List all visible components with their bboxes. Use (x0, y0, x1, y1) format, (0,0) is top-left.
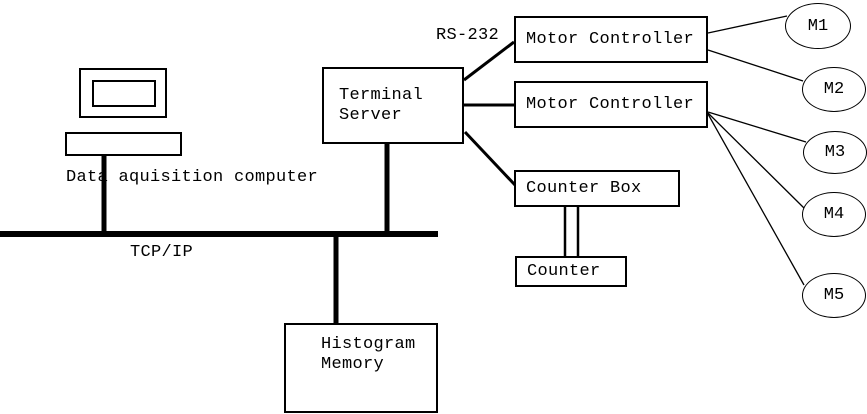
ts-to-motor-ctrl-1-link (463, 40, 515, 82)
motor-controller-2-node: Motor Controller (514, 81, 708, 128)
motor-m3-label: M3 (824, 143, 846, 162)
motor-m1-label: M1 (807, 16, 829, 36)
keyboard-icon (65, 132, 182, 156)
motor-node-m1: M1 (785, 3, 851, 49)
motor-node-m5: M5 (802, 273, 866, 318)
counter-box-node: Counter Box (514, 170, 680, 207)
rs232-label: RS-232 (436, 26, 500, 45)
motor-node-m4: M4 (802, 192, 866, 237)
motor-controller-2-label: Motor Controller (526, 94, 695, 114)
motor-m2-label: M2 (823, 80, 845, 99)
mc1-to-m2-link (707, 49, 804, 82)
mc2-to-m5-link (707, 113, 805, 286)
counter-label: Counter (527, 261, 601, 281)
mc2-to-m4-link (707, 112, 806, 210)
histogram-memory-node: Histogram Memory (284, 323, 438, 413)
counter-node: Counter (515, 256, 627, 287)
monitor-screen-icon (92, 80, 156, 107)
motor-node-m2: M2 (802, 67, 866, 112)
histogram-memory-label-line1: Histogram (321, 335, 416, 354)
motor-m5-label: M5 (823, 286, 845, 305)
terminal-server-node: Terminal Server (322, 67, 464, 144)
histogram-memory-label-line2: Memory (321, 355, 385, 374)
motor-m4-label: M4 (823, 205, 845, 224)
counter-box-label: Counter Box (526, 178, 642, 198)
motor-controller-1-label: Motor Controller (526, 29, 695, 49)
motor-node-m3: M3 (803, 131, 867, 174)
terminal-server-label-line2: Server (339, 105, 403, 125)
tcp-ip-label: TCP/IP (130, 243, 194, 262)
motor-controller-1-node: Motor Controller (514, 16, 708, 63)
mc2-to-m3-link (707, 111, 807, 143)
terminal-server-label-line1: Terminal (339, 85, 424, 105)
mc1-to-m1-link (707, 15, 788, 34)
daq-computer-label: Data aquisition computer (66, 168, 319, 187)
ts-to-counter-box-link (463, 130, 517, 187)
